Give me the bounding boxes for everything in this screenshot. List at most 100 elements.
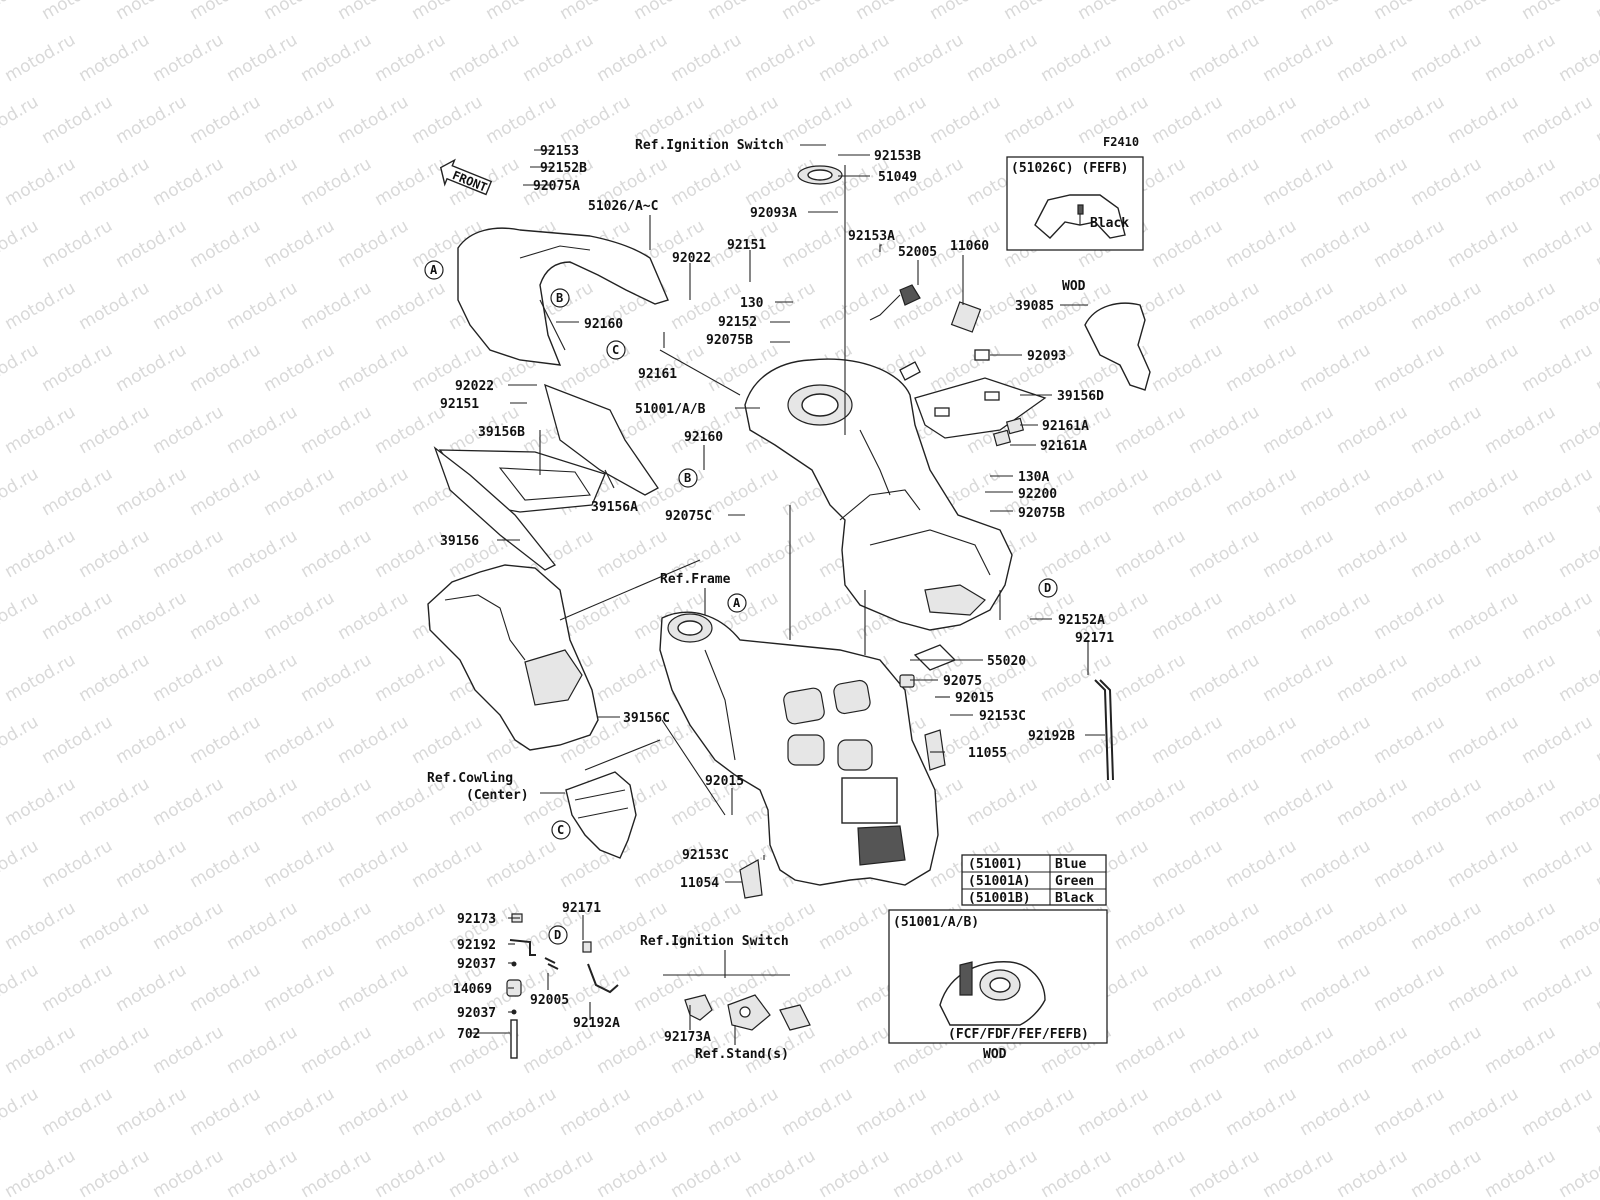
watermark-text: motod.ru [1074,0,1152,24]
watermark-text: motod.ru [223,1146,301,1200]
watermark-text: motod.ru [1592,0,1600,24]
watermark-text: motod.ru [371,1146,449,1200]
watermark-text: motod.ru [1000,0,1078,24]
watermark-text: motod.ru [0,340,42,396]
watermark-text: motod.ru [297,526,375,582]
watermark-text: motod.ru [1481,1022,1559,1078]
callout-c-1 [606,340,626,360]
watermark-text: motod.ru [223,1022,301,1078]
watermark-text: motod.ru [1000,92,1078,148]
callouts: A B C B A D C D [424,260,1058,945]
watermark-text: motod.ru [852,1084,930,1140]
watermark-text: motod.ru [38,588,116,644]
watermark-text: motod.ru [926,1084,1004,1140]
label-39156A: 39156A [591,500,638,515]
part-702 [510,1019,518,1059]
watermark-text: motod.ru [1370,960,1448,1016]
watermark-text: motod.ru [1185,154,1263,210]
watermark-text: motod.ru [38,0,116,24]
watermark-text: motod.ru [223,30,301,86]
watermark-text: motod.ru [186,0,264,24]
watermark-text: motod.ru [1592,464,1600,520]
watermark-text: motod.ru [334,464,412,520]
callout-a-1-text: A [430,263,438,277]
watermark-text: motod.ru [1222,960,1300,1016]
watermark-text: motod.ru [75,278,153,334]
watermark-text: motod.ru [1518,960,1596,1016]
watermark-text: motod.ru [1185,1022,1263,1078]
watermark-text: motod.ru [1407,30,1485,86]
watermark-text: motod.ru [1037,1146,1115,1200]
watermark-text: motod.ru [223,650,301,706]
callout-c-2 [551,820,571,840]
callout-a-2-text: A [733,596,741,610]
label-92161: 92161 [638,367,677,382]
watermark-text: motod.ru [149,526,227,582]
watermark-text: motod.ru [1518,1084,1596,1140]
watermark-text: motod.ru [1111,650,1189,706]
watermark-text: motod.ru [297,278,375,334]
watermark-text: motod.ru [75,1022,153,1078]
watermark-text: motod.ru [334,712,412,768]
watermark-text: motod.ru [260,340,338,396]
label-130A: 130A [1018,470,1049,485]
watermark-text: motod.ru [1185,1146,1263,1200]
watermark-text: motod.ru [1407,898,1485,954]
watermark-text: motod.ru [75,650,153,706]
watermark-text: motod.ru [112,712,190,768]
watermark-text: motod.ru [815,278,893,334]
label-92171-b: 92171 [562,901,601,916]
watermark-text: motod.ru [297,898,375,954]
watermark-text: motod.ru [149,1022,227,1078]
watermark-text: motod.ru [223,278,301,334]
watermark-text: motod.ru [1296,464,1374,520]
watermark-text: motod.ru [1148,960,1226,1016]
watermark-text: motod.ru [1444,712,1522,768]
watermark-text: motod.ru [1222,1084,1300,1140]
watermark-text: motod.ru [1592,92,1600,148]
label-92075B-a: 92075B [706,333,753,348]
color-row-code: (51001A) [968,874,1031,889]
label-92173A: 92173A [664,1030,711,1045]
watermark-text: motod.ru [260,712,338,768]
watermark-text: motod.ru [186,588,264,644]
watermark-text: motod.ru [1222,92,1300,148]
watermark-text: motod.ru [38,216,116,272]
label-ref-ignition-bottom: Ref.Ignition Switch [640,934,789,949]
label-92153: 92153 [540,144,579,159]
watermark-text: motod.ru [1148,340,1226,396]
watermark-text: motod.ru [1518,712,1596,768]
watermark-text: motod.ru [704,464,782,520]
watermark-text: motod.ru [149,154,227,210]
callout-c-2-text: C [557,823,564,837]
label-92151-b: 92151 [440,397,479,412]
label-92151-a: 92151 [727,238,766,253]
watermark-text: motod.ru [926,0,1004,24]
watermark-text: motod.ru [1111,30,1189,86]
watermark-text: motod.ru [482,0,560,24]
watermark-text: motod.ru [1481,154,1559,210]
watermark-text: motod.ru [371,526,449,582]
watermark-text: motod.ru [260,464,338,520]
label-92075A: 92075A [533,179,580,194]
watermark-text: motod.ru [704,0,782,24]
watermark-text: motod.ru [1407,402,1485,458]
panel-39156A [544,383,659,496]
watermark-text: motod.ru [112,92,190,148]
watermark-text: motod.ru [1296,92,1374,148]
watermark-text: motod.ru [1555,30,1600,86]
watermark-text: motod.ru [408,92,486,148]
watermark-text: motod.ru [1370,836,1448,892]
label-92161A-b: 92161A [1040,439,1087,454]
label-92015-a: 92015 [955,691,994,706]
watermark-text: motod.ru [408,836,486,892]
watermark-text: motod.ru [334,588,412,644]
watermark-text: motod.ru [149,402,227,458]
watermark-text: motod.ru [334,1084,412,1140]
watermark-text: motod.ru [223,774,301,830]
label-92192A: 92192A [573,1016,620,1031]
watermark-text: motod.ru [149,30,227,86]
watermark-text: motod.ru [1518,92,1596,148]
watermark-text: motod.ru [1333,278,1411,334]
watermark-text: motod.ru [1481,774,1559,830]
